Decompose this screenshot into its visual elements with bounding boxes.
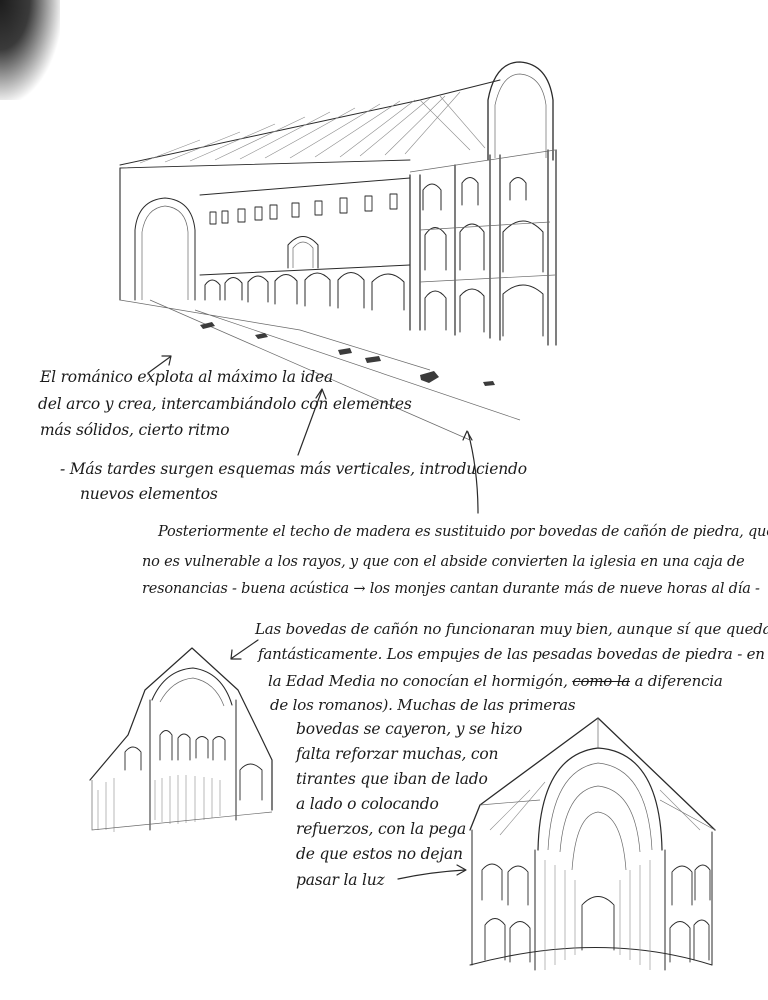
- note-barrel-vault-line6: falta reforzar muchas, con: [296, 745, 499, 763]
- note-barrel-vault-line10: de que estos no dejan: [296, 845, 463, 863]
- note-vertical-schemes-line2: nuevos elementos: [80, 485, 218, 503]
- note-barrel-vault-line4: de los romanos). Muchas de las primeras: [270, 696, 576, 714]
- note-barrel-vault-line3-struck: como la: [572, 672, 631, 690]
- note-stone-vault-line1: Posteriormente el techo de madera es sus…: [158, 524, 768, 540]
- nave-perspective-sketch: [120, 62, 556, 440]
- note-stone-vault-line2: no es vulnerable a los rayos, y que con …: [142, 554, 745, 570]
- note-romanesque-arch-line2: del arco y crea, intercambiándolo con el…: [38, 395, 412, 413]
- note-barrel-vault-line3-part-b: a diferencia: [634, 672, 723, 690]
- note-romanesque-arch-line1: El románico explota al máximo la idea: [40, 368, 334, 386]
- note-vertical-schemes-line1: - Más tardes surgen esquemas más vertica…: [60, 460, 527, 478]
- note-barrel-vault-line1: Las bovedas de cañón no funcionaran muy …: [255, 620, 768, 638]
- note-barrel-vault-line5: bovedas se cayeron, y se hizo: [296, 720, 523, 738]
- note-barrel-vault-line9: refuerzos, con la pega: [296, 820, 467, 838]
- annotation-arrows: [148, 356, 478, 879]
- note-barrel-vault-line3: la Edad Media no conocían el hormigón, c…: [268, 674, 723, 689]
- note-barrel-vault-line3-part-a: la Edad Media no conocían el hormigón,: [268, 672, 568, 690]
- barrel-vault-section-sketch-right: [470, 718, 715, 970]
- note-barrel-vault-line7: tirantes que iban de lado: [296, 770, 488, 788]
- note-barrel-vault-line8: a lado o colocando: [296, 795, 439, 813]
- section-perspective-sketch-left: [90, 648, 272, 832]
- note-romanesque-arch-line3: más sólidos, cierto ritmo: [40, 421, 230, 439]
- note-stone-vault-line3: resonancias - buena acústica → los monje…: [142, 581, 760, 597]
- page-corner-shadow: [0, 0, 60, 100]
- note-barrel-vault-line2: fantásticamente. Los empujes de las pesa…: [258, 645, 765, 663]
- note-barrel-vault-line11: pasar la luz: [296, 871, 385, 889]
